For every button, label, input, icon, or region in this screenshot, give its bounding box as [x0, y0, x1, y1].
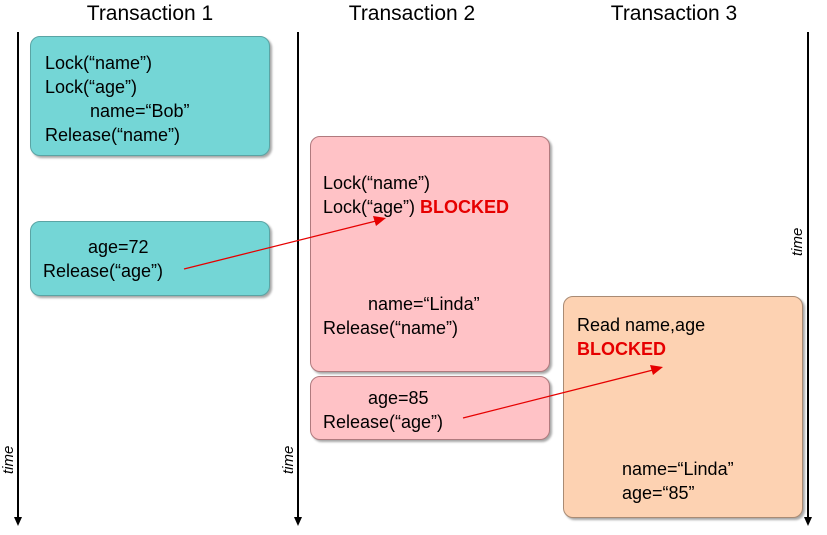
t2-release-name: Release(“name”) — [323, 318, 459, 338]
t3-read-box: Read name,age BLOCKED name=“Linda” age=“… — [563, 296, 803, 518]
t2-blocked-label: BLOCKED — [420, 197, 510, 217]
time-axis-2-arrowhead — [294, 517, 302, 526]
transaction-3-title: Transaction 3 — [610, 2, 738, 25]
t1-lock-box: Lock(“name”) Lock(“age”) name=“Bob” Rele… — [30, 36, 270, 156]
t2-lock-age: Lock(“age”) — [323, 197, 416, 217]
t2-lock-age-line: Lock(“age”) BLOCKED — [323, 195, 509, 219]
time-axis-2 — [297, 32, 299, 518]
t3-read-line: Read name,age — [577, 315, 706, 335]
t1-release-name: Release(“name”) — [45, 125, 181, 145]
time-axis-3 — [807, 32, 809, 518]
t2-name-assign: name=“Linda” — [368, 294, 480, 314]
t2-lock-box: Lock(“name”) Lock(“age”) BLOCKED name=“L… — [310, 136, 550, 372]
t1-age-assign: age=72 — [88, 237, 149, 257]
t3-age-value: age=“85” — [622, 483, 695, 503]
transaction-2-title: Transaction 2 — [348, 2, 476, 25]
arrow-t2-to-t3 — [462, 369, 654, 419]
time-axis-3-arrowhead — [804, 517, 812, 526]
arrow-t1-to-t2-head — [373, 216, 386, 226]
t3-name-value: name=“Linda” — [622, 459, 734, 479]
t1-lock-age: Lock(“age”) — [45, 77, 138, 97]
t3-blocked-label: BLOCKED — [577, 339, 666, 359]
t2-age-box: age=85 Release(“age”) — [310, 376, 550, 440]
t2-age-assign: age=85 — [368, 388, 429, 408]
t2-lock-name: Lock(“name”) — [323, 173, 431, 193]
t1-age-box: age=72 Release(“age”) — [30, 221, 270, 296]
arrow-t1-to-t2 — [183, 220, 377, 270]
transaction-1-title: Transaction 1 — [86, 2, 214, 25]
t1-release-age: Release(“age”) — [43, 261, 164, 281]
t2-release-age: Release(“age”) — [323, 412, 444, 432]
t1-lock-name: Lock(“name”) — [45, 53, 153, 73]
time-axis-1 — [17, 32, 19, 518]
t1-name-assign: name=“Bob” — [90, 101, 190, 121]
time-axis-1-arrowhead — [14, 517, 22, 526]
arrow-t2-to-t3-head — [650, 365, 663, 375]
